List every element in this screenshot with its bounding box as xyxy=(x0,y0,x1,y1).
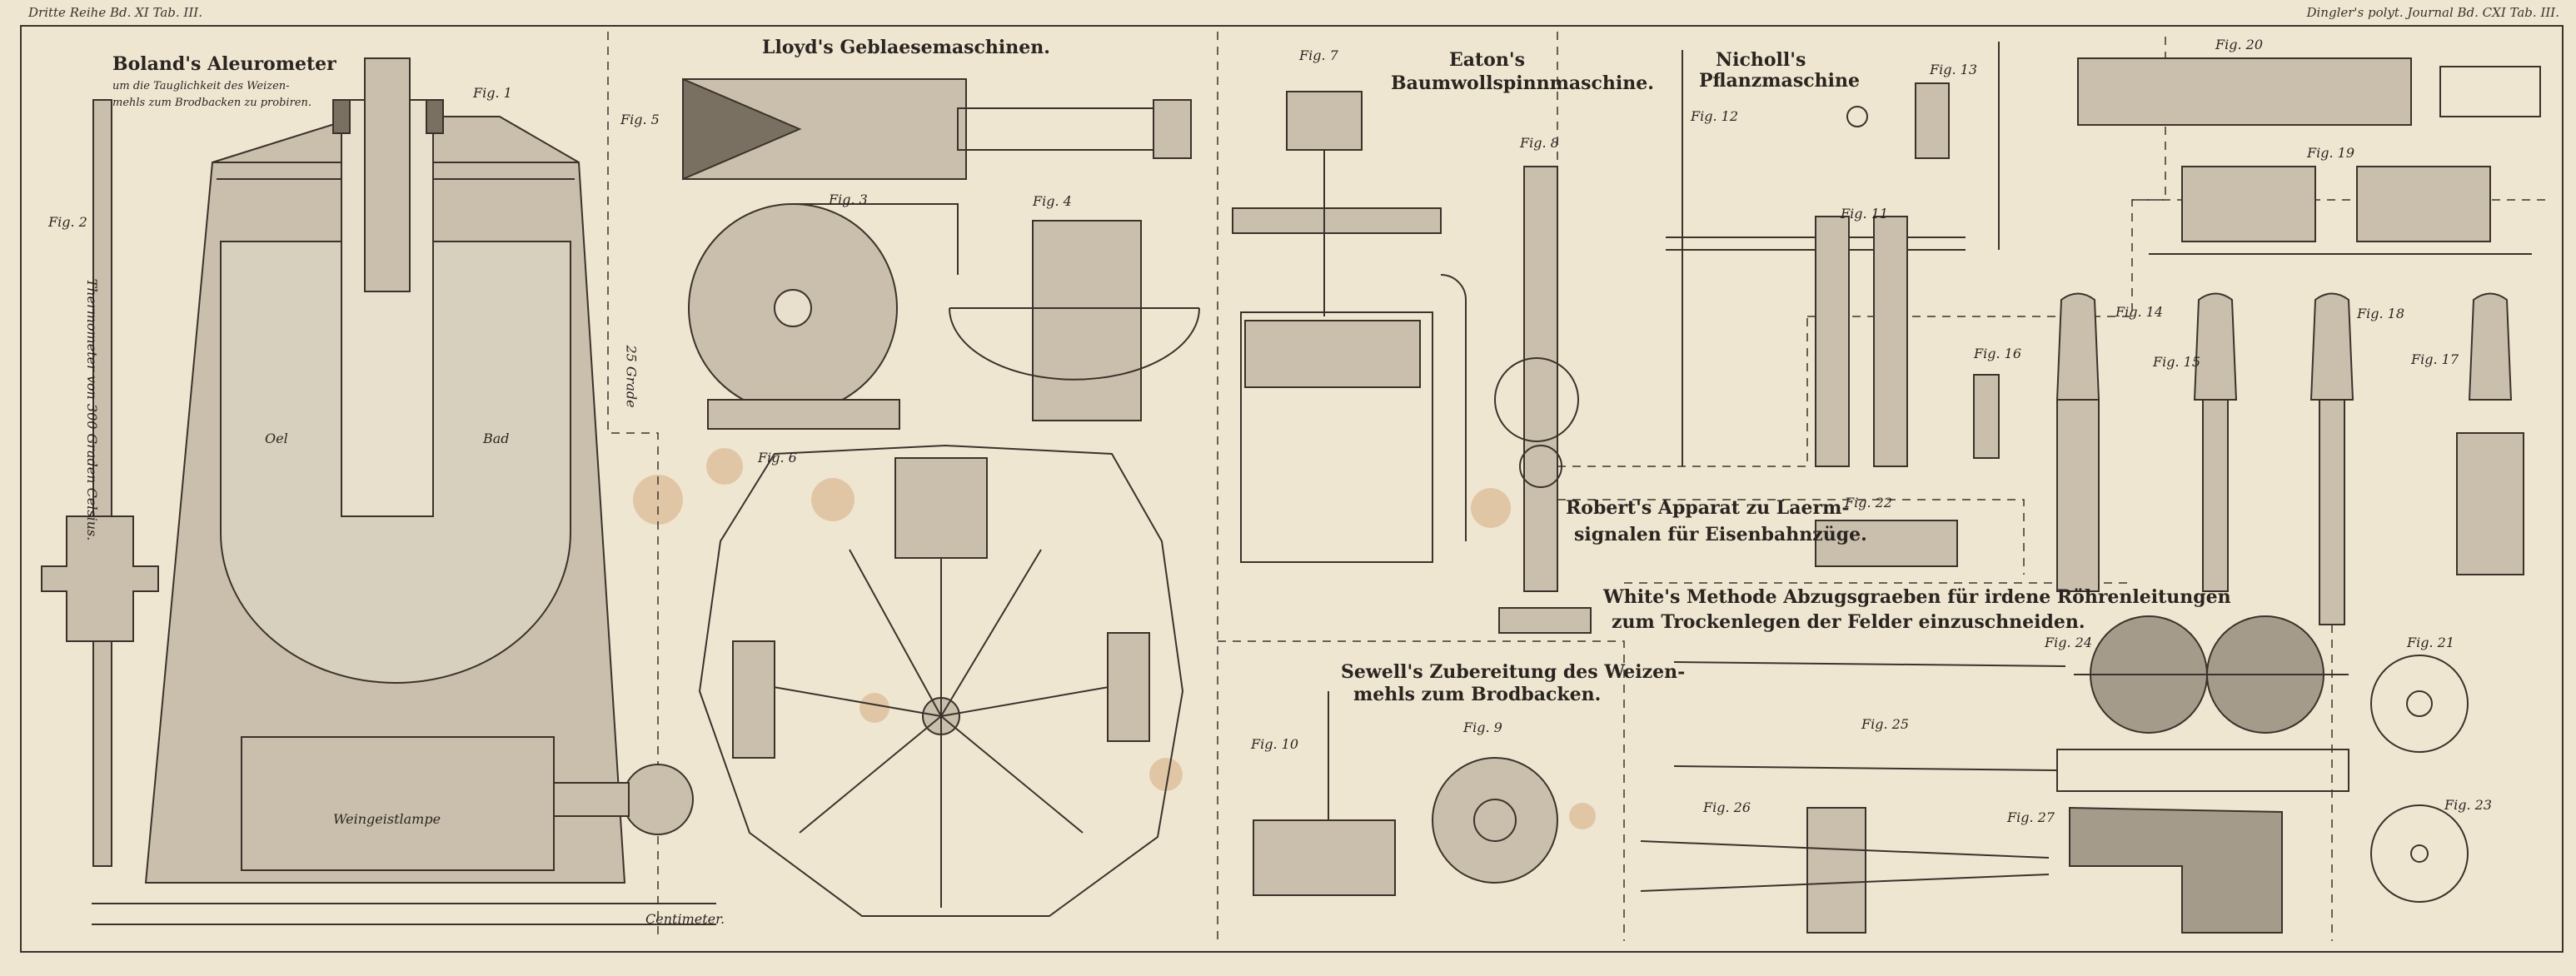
eaton-title-1: Eaton's xyxy=(1449,49,1525,71)
sewell-title-2: mehls zum Brodbacken. xyxy=(1353,684,1602,705)
fig-25-label: Fig. 25 xyxy=(1861,716,1909,732)
fig-8-label: Fig. 8 xyxy=(1520,135,1559,151)
roberts-title-1: Robert's Apparat zu Laerm- xyxy=(1566,497,1850,519)
fig-20-label: Fig. 20 xyxy=(2215,37,2263,52)
bad-label: Bad xyxy=(483,431,510,446)
boland-subtitle-2: mehls zum Brodbacken zu probiren. xyxy=(112,97,311,109)
boland-title: Boland's Aleurometer xyxy=(112,53,336,75)
fig-11-label: Fig. 11 xyxy=(1841,206,1888,222)
eaton-title-2: Baumwollspinnmaschine. xyxy=(1391,72,1654,94)
fig-6-label: Fig. 6 xyxy=(758,450,797,466)
fig-2-label: Fig. 2 xyxy=(48,214,87,230)
nicholl-title-2: Pflanzmaschine xyxy=(1699,70,1860,92)
fig-23-label: Fig. 23 xyxy=(2444,797,2492,813)
grade-label: 25 Grade xyxy=(623,345,640,408)
lloyd-title: Lloyd's Geblaesemaschinen. xyxy=(762,37,1050,58)
white-title-1: White's Methode Abzugsgraeben für irdene… xyxy=(1603,586,2231,608)
fig-5-label: Fig. 5 xyxy=(620,112,660,127)
fig-22-label: Fig. 22 xyxy=(1845,495,1892,510)
fig-18-label: Fig. 18 xyxy=(2357,306,2404,321)
fig-19-label: Fig. 19 xyxy=(2307,145,2354,161)
sewell-title-1: Sewell's Zubereitung des Weizen- xyxy=(1341,661,1686,683)
fig-10-label: Fig. 10 xyxy=(1251,736,1298,752)
fig-14-label: Fig. 14 xyxy=(2115,304,2163,320)
fig-1-label: Fig. 1 xyxy=(473,85,512,101)
fig-13-label: Fig. 13 xyxy=(1930,62,1977,77)
white-title-2: zum Trockenlegen der Felder einzuschneid… xyxy=(1612,611,2085,633)
fig-24-label: Fig. 24 xyxy=(2045,635,2092,650)
boland-subtitle-1: um die Tauglichkeit des Weizen- xyxy=(112,80,290,92)
fig-27-label: Fig. 27 xyxy=(2007,809,2055,825)
fig-3-label: Fig. 3 xyxy=(829,192,868,207)
fig-26-label: Fig. 26 xyxy=(1703,799,1751,815)
fig-9-label: Fig. 9 xyxy=(1463,720,1502,735)
fig-15-label: Fig. 15 xyxy=(2153,354,2200,370)
fig-12-label: Fig. 12 xyxy=(1691,108,1738,124)
roberts-title-2: signalen für Eisenbahnzüge. xyxy=(1574,524,1867,545)
fig-16-label: Fig. 16 xyxy=(1974,346,2021,361)
fig-21-label: Fig. 21 xyxy=(2407,635,2454,650)
plate-header-right: Dingler's polyt. Journal Bd. CXI Tab. II… xyxy=(2306,5,2559,20)
fig-17-label: Fig. 17 xyxy=(2411,351,2459,367)
engraving-plate-frame xyxy=(20,25,2564,953)
lampe-label: Weingeistlampe xyxy=(333,811,441,827)
oel-label: Oel xyxy=(265,431,288,446)
thermometer-label: Thermometer von 300 Graden Celsius. xyxy=(84,278,100,541)
fig-4-label: Fig. 4 xyxy=(1033,193,1072,209)
nicholl-title-1: Nicholl's xyxy=(1716,49,1806,71)
plate-header-left: Dritte Reihe Bd. XI Tab. III. xyxy=(28,5,202,20)
centimeter-label: Centimeter. xyxy=(645,911,725,927)
fig-7-label: Fig. 7 xyxy=(1299,47,1338,63)
